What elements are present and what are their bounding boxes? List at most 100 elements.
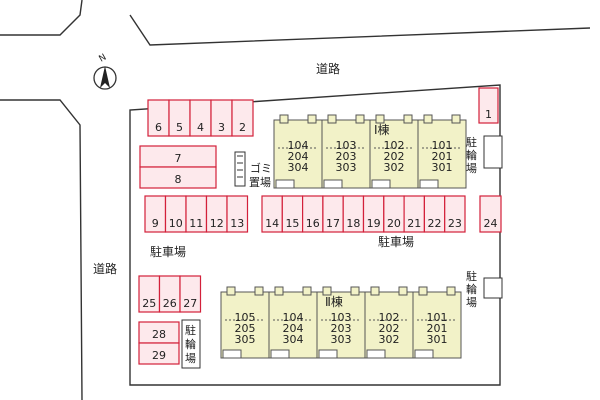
road-label-left: 道路 (93, 261, 117, 276)
bike-label-char-3: 場 (185, 352, 196, 365)
road-label-top: 道路 (316, 61, 340, 76)
bike-label-char-3: 場 (466, 296, 477, 309)
parking-space-15-number: 15 (285, 217, 299, 230)
bike-box (181, 319, 201, 369)
road-top-upper-edge (0, 0, 83, 36)
building-1-entrance (419, 179, 439, 189)
unit-number-303: 303 (331, 333, 352, 346)
parking-space-28-number: 28 (152, 328, 166, 341)
unit-number-302: 302 (379, 333, 400, 346)
parking-space-25-number: 25 (142, 297, 156, 310)
building-2-entrance (270, 349, 290, 359)
compass-label: N (98, 53, 109, 65)
parking-space-14-number: 14 (265, 217, 279, 230)
bike-label-char-2: 輪 (185, 337, 196, 351)
parking-space-19-number: 19 (367, 217, 381, 230)
building-2-balcony (254, 286, 264, 296)
parking-space-13-number: 13 (230, 217, 244, 230)
unit-number-202: 202 (384, 150, 405, 163)
parking-space-9-number: 9 (152, 217, 159, 230)
parking-space-27-number: 27 (183, 297, 197, 310)
bike-label-char-1: 駐 (185, 323, 196, 337)
building-2-entrance (366, 349, 386, 359)
north-arrow: N (93, 53, 117, 90)
unit-number-201: 201 (432, 150, 453, 163)
road-inner-top-edge (129, 84, 501, 386)
building-2-balcony (398, 286, 408, 296)
parking-space-29-number: 29 (152, 349, 166, 362)
parking-space-6-number: 6 (155, 121, 162, 134)
parking-space-24-number: 24 (484, 217, 498, 230)
building-1-entrance (323, 179, 343, 189)
parking-space-23-number: 23 (448, 217, 462, 230)
parking-space-16-number: 16 (306, 217, 320, 230)
parking-space-3-number: 3 (218, 121, 225, 134)
building-2-balcony (370, 286, 380, 296)
building-2-unit (412, 291, 462, 359)
garbage-label-1: ゴミ (250, 161, 272, 175)
building-1-balcony (451, 114, 461, 124)
garbage-label-2: 置場 (249, 176, 271, 189)
garbage-box (234, 151, 246, 187)
unit-number-301: 301 (432, 161, 453, 174)
building-1-balcony (423, 114, 433, 124)
unit-number-204: 204 (288, 150, 309, 163)
unit-number-102: 102 (379, 311, 400, 324)
parking-space-1-number: 1 (485, 108, 492, 121)
unit-number-202: 202 (379, 322, 400, 335)
building-2-label: Ⅱ棟 (325, 294, 343, 309)
parking-space-8 (139, 166, 217, 189)
building-1-unit (417, 119, 467, 189)
building-1-balcony (355, 114, 365, 124)
building-2-balcony (322, 286, 332, 296)
garbage-area: ゴミ 置場 (234, 151, 272, 189)
unit-number-204: 204 (283, 322, 304, 335)
bike-label-char-3: 場 (466, 162, 477, 175)
road-top-upper-edge-right (129, 14, 591, 46)
bike-box (483, 135, 503, 169)
unit-number-304: 304 (283, 333, 304, 346)
parking-space-1 (478, 87, 499, 124)
building-2-balcony (302, 286, 312, 296)
unit-number-101: 101 (427, 311, 448, 324)
unit-number-301: 301 (427, 333, 448, 346)
building-2-unit (364, 291, 414, 359)
parking-space-27 (179, 275, 202, 313)
unit-number-205: 205 (235, 322, 256, 335)
parking-space-21-number: 21 (407, 217, 421, 230)
bike-parking-right-bottom: 駐 輪 場 (466, 269, 503, 309)
parking-space-24 (479, 195, 502, 233)
bike-label-char-2: 輪 (466, 148, 477, 162)
parking-space-5-number: 5 (176, 121, 183, 134)
parking-space-11-number: 11 (189, 217, 203, 230)
building-1-unit (321, 119, 371, 189)
bike-parking-left: 駐 輪 場 (181, 319, 201, 369)
parking-space-10-number: 10 (169, 217, 183, 230)
parking-space-29 (138, 342, 180, 365)
building-1-balcony (307, 114, 317, 124)
building-2-balcony (226, 286, 236, 296)
road-inner-edge (0, 99, 83, 400)
parking-space-17-number: 17 (326, 217, 340, 230)
bike-box (483, 277, 503, 299)
unit-number-302: 302 (384, 161, 405, 174)
unit-number-303: 303 (336, 161, 357, 174)
bike-label-char-2: 輪 (466, 282, 477, 296)
parking-space-7-number: 7 (175, 152, 182, 165)
building-2-entrance (318, 349, 338, 359)
parking-space-23 (444, 195, 466, 233)
unit-number-103: 103 (331, 311, 352, 324)
parking-left-label: 駐車場 (150, 244, 186, 259)
building-2-balcony (446, 286, 456, 296)
building-2-balcony (350, 286, 360, 296)
building-1-balcony (375, 114, 385, 124)
unit-number-104: 104 (283, 311, 304, 324)
building-1-entrance (275, 179, 295, 189)
building-1-balcony (327, 114, 337, 124)
unit-number-203: 203 (331, 322, 352, 335)
building-2-balcony (274, 286, 284, 296)
unit-number-101: 101 (432, 139, 453, 152)
building-1-balcony (279, 114, 289, 124)
